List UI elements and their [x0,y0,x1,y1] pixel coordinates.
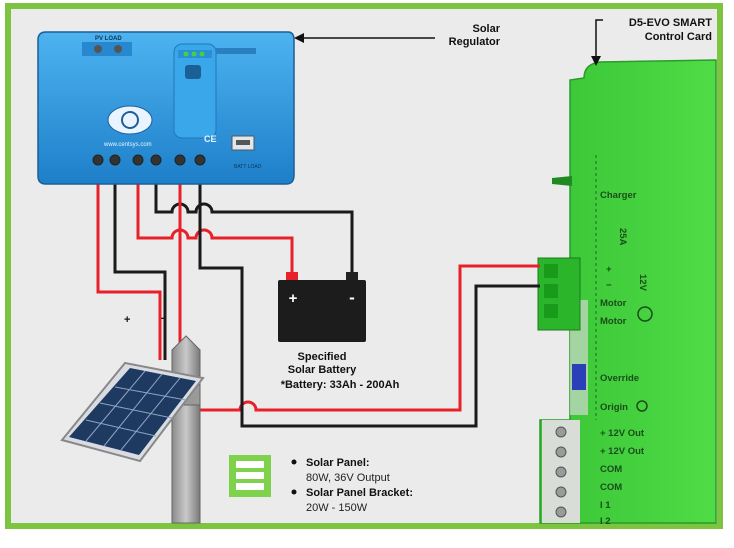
legend-item2-title: Solar Panel Bracket: [306,487,413,499]
solar-battery: + - [278,272,366,342]
legend-item1-title: Solar Panel: [306,457,370,469]
label-12v-out-1: + 12V Out [600,428,645,439]
charger-connector [552,176,572,186]
ce-mark: CE [204,134,217,144]
regulator-title-2: Regulator [449,36,501,48]
legend-item1-value: 80W, 36V Output [306,472,390,484]
legend: Solar Panel: 80W, 36V Output Solar Panel… [229,455,413,514]
label-i1: I 1 [600,500,611,511]
regulator-logo-text: www.centsys.com [103,142,152,148]
panel-minus-label: - [161,312,165,324]
control-card-title-1: D5-EVO SMART [629,17,712,29]
motor-icon [637,306,653,322]
battery-minus: - [349,288,355,307]
label-com-1: COM [600,464,622,475]
label-origin: Origin [600,402,628,413]
label-motor-2: Motor [600,316,627,327]
label-plus: + [606,264,612,275]
label-fuse: 25A [617,228,628,246]
label-minus: − [606,280,612,291]
regulator-terminals [92,154,206,166]
control-card: Charger 25A + − 12V Motor Motor Override… [537,59,717,527]
solar-regulator: PV LOAD www.centsys.com CE BATT LOAD [37,31,295,185]
label-motor-1: Motor [600,298,627,309]
battery-spec: *Battery: 33Ah - 200Ah [281,379,400,391]
panel-plus-label: + [124,314,130,326]
regulator-terminal-marks: BATT LOAD [234,164,262,170]
label-12v: 12V [637,274,648,292]
regulator-title-1: Solar [472,23,500,35]
battery-plus: + [289,290,298,307]
override-switch [572,364,586,390]
battery-title-1: Specified [298,351,347,363]
solar-panel [60,361,205,463]
io-screws [555,426,567,518]
regulator-logo [107,105,153,135]
wires [96,182,540,428]
label-com-2: COM [600,482,622,493]
label-charger: Charger [600,190,637,201]
diagram-border [5,3,723,529]
label-12v-out-2: + 12V Out [600,446,645,457]
legend-item2-value: 20W - 150W [306,502,368,514]
battery-title-2: Solar Battery [288,364,357,376]
label-override: Override [600,373,639,384]
regulator-top-label: PV LOAD [95,36,122,42]
control-card-pointer [595,19,603,58]
label-i2: I 2 [600,516,611,527]
control-card-title-2: Control Card [645,31,712,43]
origin-icon [636,400,648,412]
